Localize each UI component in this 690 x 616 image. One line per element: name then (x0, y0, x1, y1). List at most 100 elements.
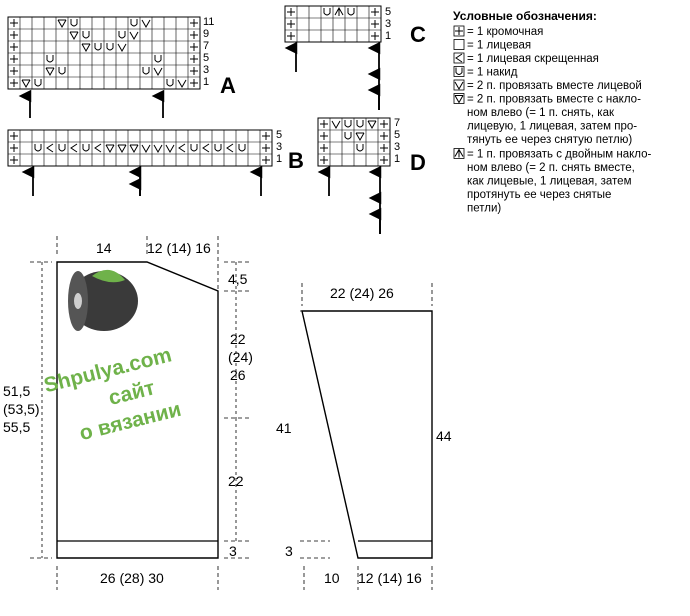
sleeve-left-height-dim: 41 (276, 420, 292, 436)
front-height-dim: (53,5) (3, 401, 40, 417)
yarn-over-icon (356, 120, 364, 128)
yarn-spool-icon (68, 269, 138, 331)
edge-stitch-icon (10, 31, 18, 39)
yarn-over-icon (347, 8, 355, 16)
edge-stitch-icon (190, 79, 198, 87)
yarn-over-icon (154, 55, 162, 63)
row-number: 5 (276, 129, 282, 141)
k2tog-icon (141, 19, 151, 29)
sleeve-bottom-right-dim: 12 (14) 16 (358, 570, 422, 586)
yarn-over-icon (166, 79, 174, 87)
edge-stitch-icon (287, 32, 295, 40)
double-decrease-icon (453, 148, 465, 159)
k2tog-icon (331, 120, 341, 130)
edge-stitch-icon (371, 32, 379, 40)
ssk-icon (57, 19, 67, 29)
yarn-over-icon (106, 43, 114, 51)
k2tog-icon (453, 79, 465, 91)
row-number: 9 (203, 28, 209, 40)
edge-stitch-icon (190, 67, 198, 75)
chart-c: 5 3 1 C (284, 5, 426, 110)
legend-text: = 2 п. провязать вместе лицевой (467, 80, 642, 92)
front-bottom-dim: 26 (28) 30 (100, 570, 164, 586)
yarn-over-icon (82, 31, 90, 39)
k2tog-icon (141, 144, 151, 154)
front-armhole-dim: 22 (230, 331, 246, 347)
yarn-over-icon (190, 144, 198, 152)
edge-stitch-icon (380, 120, 388, 128)
yarn-over-icon (118, 31, 126, 39)
edge-stitch-icon (453, 25, 465, 37)
legend-text: = 2 п. провязать вместе с накло- (467, 94, 641, 106)
edge-stitch-icon (262, 144, 270, 152)
row-number: 5 (385, 6, 391, 18)
sleeve-rib-dim: 3 (285, 543, 293, 559)
yarn-over-icon (46, 55, 54, 63)
chart-a-row-numbers: 11 9 7 5 3 1 (203, 16, 214, 88)
ssk-icon (453, 93, 465, 104)
row-number: 3 (203, 64, 209, 76)
edge-stitch-icon (10, 19, 18, 27)
yarn-over-icon (94, 43, 102, 51)
knit-icon (453, 39, 465, 50)
yarn-over-icon (344, 132, 352, 140)
double-decrease-icon (334, 6, 344, 16)
legend: Условные обозначения: = 1 кромочная= 1 л… (453, 9, 652, 215)
k2tog-icon-glyph (454, 81, 464, 91)
sleeve-top-dim: 22 (24) 26 (330, 285, 394, 301)
row-number: 3 (276, 141, 282, 153)
yarn-over-icon (238, 144, 246, 152)
yarn-over-icon (130, 19, 138, 27)
row-number: 5 (394, 129, 400, 141)
edge-stitch-icon (380, 132, 388, 140)
edge-stitch-icon-glyph (455, 27, 463, 35)
legend-text: петли) (467, 203, 501, 215)
twisted-knit-icon (94, 143, 102, 153)
legend-text: как лицевые, 1 лицевая, затем (467, 176, 632, 188)
legend-text: = 1 накид (467, 67, 518, 79)
k2tog-icon (153, 67, 163, 77)
twisted-knit-icon (178, 143, 186, 153)
edge-stitch-icon (262, 156, 270, 164)
double-decrease-icon-glyph (454, 148, 464, 158)
edge-stitch-icon (10, 79, 18, 87)
edge-stitch-icon (287, 20, 295, 28)
legend-title: Условные обозначения: (453, 9, 597, 23)
ssk-icon (367, 120, 377, 130)
edge-stitch-icon (320, 156, 328, 164)
front-height-dim: 51,5 (3, 383, 30, 399)
yarn-over-icon (34, 144, 42, 152)
edge-stitch-icon (320, 144, 328, 152)
chart-a: 11 9 7 5 3 1 A (7, 16, 236, 118)
yarn-over-icon (34, 79, 42, 87)
edge-stitch-icon (10, 67, 18, 75)
row-number: 1 (203, 76, 209, 88)
ssk-icon-glyph (454, 95, 464, 104)
row-number: 5 (203, 52, 209, 64)
edge-stitch-icon (320, 132, 328, 140)
sleeve-right-height-dim: 44 (436, 428, 452, 444)
chart-c-label: C (410, 22, 426, 47)
edge-stitch-icon (10, 55, 18, 63)
legend-text: лицевую, 1 лицевая, затем про- (467, 121, 637, 133)
k2tog-icon (117, 43, 127, 53)
front-armhole-dim: 26 (230, 367, 246, 383)
front-top-left-dim: 14 (96, 240, 112, 256)
ssk-icon (69, 31, 79, 41)
edge-stitch-icon (10, 43, 18, 51)
row-number: 7 (203, 40, 209, 52)
legend-text: = 1 лицевая (467, 40, 531, 52)
yarn-over-icon (82, 144, 90, 152)
legend-text: ном влево (= 2 п. снять вместе, (467, 162, 635, 174)
row-number: 1 (385, 30, 391, 42)
edge-stitch-icon (10, 144, 18, 152)
sleeve-bottom-left-dim: 10 (324, 570, 340, 586)
row-number: 1 (394, 153, 400, 165)
front-height-dim: 55,5 (3, 419, 30, 435)
ssk-icon (81, 43, 91, 53)
yarn-over-icon (453, 66, 465, 77)
legend-item: = 1 лицевая скрещенная (453, 52, 599, 65)
yarn-over-icon (214, 144, 222, 152)
edge-stitch-icon (287, 8, 295, 16)
twisted-knit-icon (46, 143, 54, 153)
